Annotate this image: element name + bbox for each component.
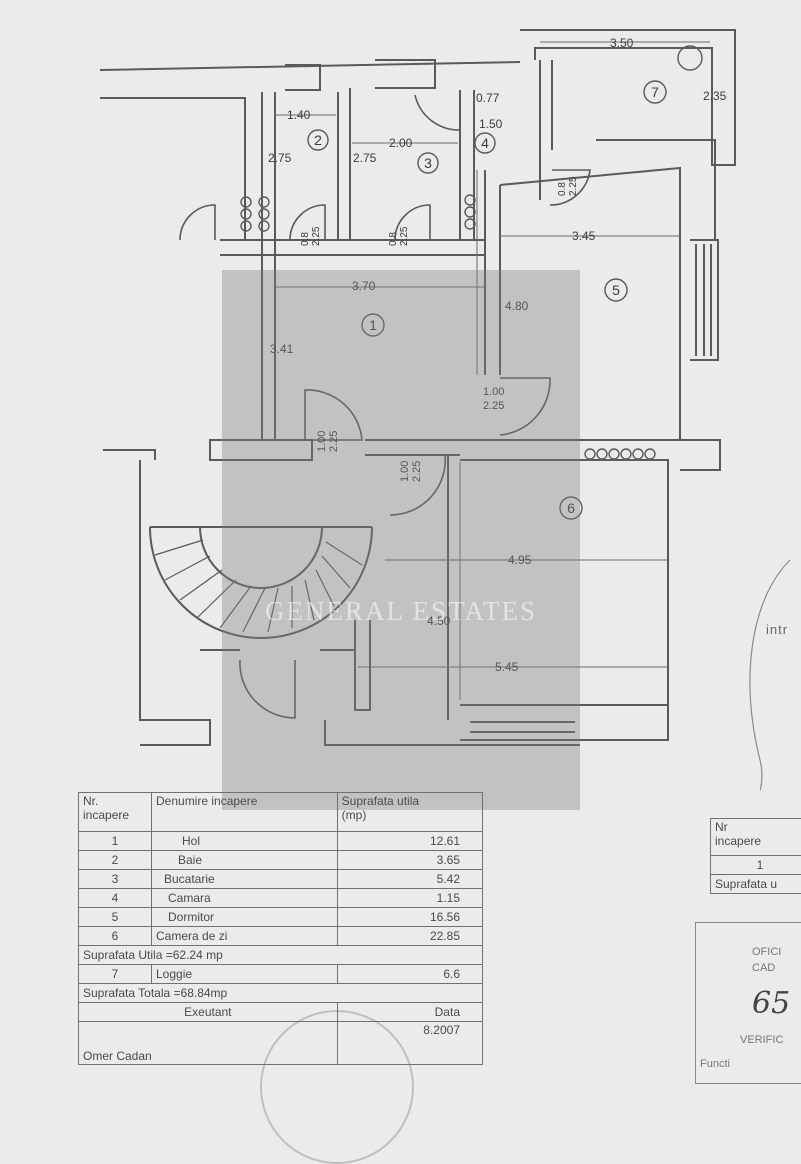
svg-text:5: 5	[612, 282, 620, 298]
room-3-marker: 3	[418, 153, 438, 173]
watermark-logo-text: GENERAL ESTATES	[222, 596, 580, 627]
room-area-table: Nr. incapere Denumire incapere Suprafata…	[78, 792, 483, 1065]
door-2-label: 0.82.25	[300, 226, 322, 246]
dim-r5-width: 3.45	[572, 229, 596, 243]
util-total-row: Suprafata Utila =62.24 mp	[79, 946, 483, 965]
room-7-marker: 7	[644, 81, 666, 103]
dim-r4-height: 1.50	[479, 117, 503, 131]
dim-r3-width: 2.00	[389, 136, 413, 150]
room-2-marker: 2	[308, 130, 328, 150]
side-header-nr: Nr incapere	[711, 819, 801, 856]
side-row-1: 1	[711, 856, 801, 875]
dim-r2-width: 1.40	[287, 108, 311, 122]
dim-r4-width: 0.77	[476, 91, 500, 105]
side-table: Nr incapere 1 Suprafata u	[710, 818, 801, 894]
header-area: Suprafata utila (mp)	[337, 793, 482, 832]
dim-loggia-width: 3.50	[610, 36, 634, 50]
svg-text:2: 2	[314, 132, 322, 148]
stamp-line-3: VERIFIC	[740, 1034, 783, 1046]
dim-r2-height: 2.75	[268, 151, 292, 165]
table-header: Nr. incapere Denumire incapere Suprafata…	[79, 793, 483, 832]
door-3-label: 0.82.25	[388, 226, 410, 246]
handwritten-number: 65	[752, 986, 790, 1021]
side-total: Suprafata u	[711, 875, 801, 894]
room-5-marker: 5	[605, 279, 627, 301]
svg-text:7: 7	[651, 84, 659, 100]
stamp-line-1: OFICI	[752, 946, 781, 958]
svg-text:4: 4	[481, 135, 489, 151]
dim-r3-height: 2.75	[353, 151, 377, 165]
room-4-marker: 4	[475, 133, 495, 153]
stamp-line-2: CAD	[752, 962, 775, 974]
dim-loggia-height: 2.35	[703, 89, 727, 103]
margin-text: intr	[766, 622, 788, 637]
header-nr: Nr. incapere	[79, 793, 152, 832]
stamp-seal	[260, 1010, 414, 1164]
watermark-overlay	[222, 270, 580, 810]
stamp-line-4: Functi	[700, 1058, 730, 1070]
total-row: Suprafata Totala =68.84mp	[79, 984, 483, 1003]
header-name: Denumire incapere	[152, 793, 338, 832]
svg-text:3: 3	[424, 155, 432, 171]
